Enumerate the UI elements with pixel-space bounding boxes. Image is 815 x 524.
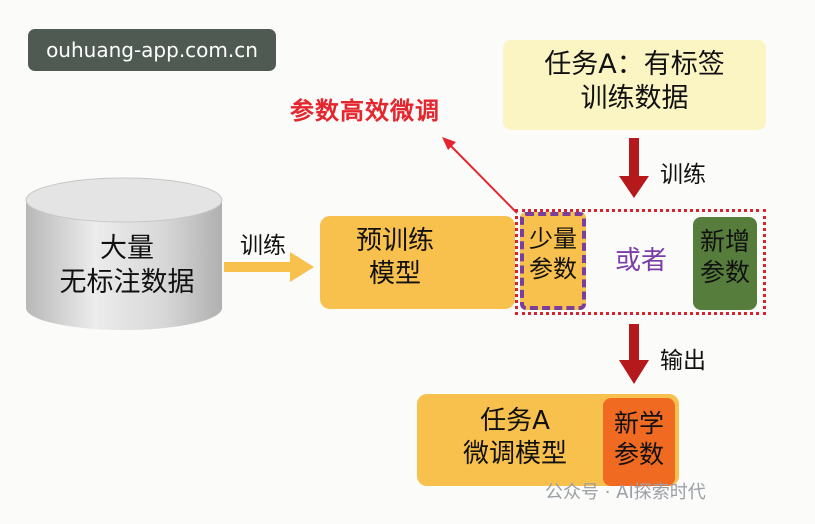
new-params-label: 新增 参数: [693, 226, 757, 289]
finetuned-model-label: 任务A 微调模型: [425, 405, 605, 470]
or-label: 或者: [614, 246, 667, 276]
train-down-label: 训练: [660, 162, 706, 188]
few-params-line2: 参数: [529, 255, 577, 283]
new-params-line2: 参数: [699, 258, 750, 288]
train-left-label: 训练: [240, 233, 286, 259]
new-params-line1: 新增: [699, 227, 750, 256]
few-params-line1: 少量: [529, 225, 577, 253]
task-data-box: [503, 40, 766, 130]
params-group-border: [515, 209, 766, 315]
big-data-line2: 无标注数据: [59, 266, 195, 298]
wechat-watermark: 公众号 · AI探索时代: [545, 482, 706, 503]
pretrained-model-label: 预训练 模型: [320, 225, 470, 290]
few-params-label: 少量 参数: [520, 224, 586, 284]
few-params-box: [520, 212, 586, 310]
output-label: 输出: [660, 348, 706, 374]
pretrained-model-box: [320, 216, 515, 309]
arrow-peft-pointer: [442, 137, 518, 214]
new-learned-params-box: [603, 398, 675, 486]
big-data-line1: 大量: [100, 233, 154, 264]
arrow-output-down: [619, 324, 649, 384]
new-learned-params-label: 新学 参数: [603, 408, 675, 471]
peft-title: 参数高效微调: [290, 97, 440, 125]
arrow-train-right: [224, 252, 314, 282]
task-data-label: 任务A：有标签 训练数据: [503, 48, 766, 116]
finetuned-line2: 微调模型: [462, 438, 567, 469]
pretrained-line1: 预训练: [355, 226, 434, 256]
pretrained-line2: 模型: [368, 258, 421, 289]
arrow-train-down: [619, 138, 649, 198]
task-data-line1: 任务A：有标签: [544, 49, 725, 80]
database-cylinder-icon: [25, 177, 223, 330]
new-learned-line2: 参数: [613, 440, 664, 470]
big-data-label: 大量 无标注数据: [32, 232, 222, 300]
new-learned-line1: 新学: [613, 409, 664, 438]
watermark-url: ouhuang-app.com.cn: [28, 29, 276, 71]
finetuned-line1: 任务A: [480, 406, 550, 436]
task-data-line2: 训练数据: [580, 82, 689, 114]
new-params-box: [693, 217, 757, 310]
